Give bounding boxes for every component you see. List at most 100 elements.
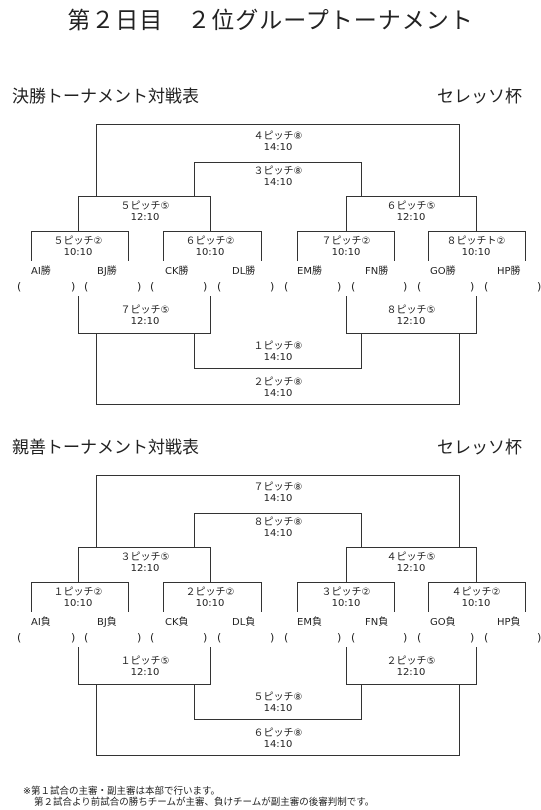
friendly-score-close-7: ) [470,631,475,644]
bracket-line [96,124,97,197]
bracket-line [210,196,211,232]
bracket-line [525,231,526,261]
bracket-line [78,684,211,685]
bracket-line [78,196,79,232]
friendly-score-close-5: ) [337,631,342,644]
friendly-r2-upper-2-pitch: ４ピッチ⑤ [386,552,436,563]
friendly-cup-label: セレッソ杯 [437,438,522,458]
bracket-line [476,296,477,334]
friendly-r1-match-1-time: 10:10 [63,598,93,609]
bracket-line [476,196,477,232]
bracket-line [96,755,460,756]
final-final-upper-pitch: ４ピッチ⑧ [253,131,303,142]
bracket-line [394,231,395,261]
friendly-r1-match-3-pitch: ３ピッチ② [321,587,371,598]
final-semi-upper-time: 14:10 [263,177,293,188]
final-team-6: FN勝 [365,266,389,277]
bracket-line [163,582,164,612]
final-final-upper-time: 14:10 [263,142,293,153]
final-score-close-5: ) [337,280,342,293]
final-final-lower-pitch: ２ピッチ⑧ [253,377,303,388]
friendly-r2-lower-1-time: 12:10 [130,667,160,678]
final-score-close-3: ) [203,280,208,293]
bracket-line [428,582,526,583]
final-team-3: CK勝 [165,266,189,277]
final-score-close-7: ) [470,280,475,293]
final-score-open-3: ( [150,280,155,293]
friendly-heading: 親善トーナメント対戦表 [12,438,199,458]
bracket-line [78,333,211,334]
bracket-line [261,582,262,612]
bracket-line [78,547,211,548]
friendly-team-6: FN負 [365,617,389,628]
bracket-line [428,582,429,612]
friendly-team-7: GO負 [430,617,456,628]
final-r1-match-2-pitch: ６ピッチ② [185,236,235,247]
friendly-score-open-2: ( [84,631,89,644]
friendly-score-close-2: ) [137,631,142,644]
friendly-semi-lower-time: 14:10 [263,703,293,714]
final-team-5: EM勝 [297,266,322,277]
bracket-line [96,333,97,405]
final-r2-lower-2-pitch: ８ピッチ⑤ [386,305,436,316]
bracket-line [78,647,79,685]
final-score-open-4: ( [217,280,222,293]
friendly-team-3: CK負 [165,617,189,628]
friendly-score-close-1: ) [71,631,76,644]
final-score-close-4: ) [270,280,275,293]
final-semi-upper-pitch: ３ピッチ⑧ [253,166,303,177]
friendly-semi-upper-pitch: ８ピッチ⑧ [253,517,303,528]
final-r2-lower-1-pitch: ７ピッチ⑤ [120,305,170,316]
bracket-line [194,513,362,514]
final-score-open-8: ( [484,280,489,293]
bracket-line [261,231,262,261]
bracket-line [361,684,362,720]
bracket-line [459,684,460,756]
final-r2-upper-1-time: 12:10 [130,212,160,223]
final-r1-match-3-pitch: ７ピッチ② [321,236,371,247]
bracket-line [346,647,347,685]
bracket-line [96,404,460,405]
friendly-team-5: EM負 [297,617,322,628]
friendly-r1-match-4-time: 10:10 [461,598,491,609]
bracket-line [459,333,460,405]
bracket-line [361,162,362,197]
bracket-line [163,231,262,232]
final-semi-lower-pitch: １ピッチ⑧ [253,341,303,352]
bracket-line [210,547,211,583]
final-r1-match-3-time: 10:10 [331,247,361,258]
friendly-score-open-8: ( [484,631,489,644]
bracket-line [346,196,347,232]
friendly-r1-match-3-time: 10:10 [331,598,361,609]
friendly-semi-upper-time: 14:10 [263,528,293,539]
friendly-r2-upper-1-pitch: ３ピッチ⑤ [120,552,170,563]
bracket-line [194,162,362,163]
friendly-semi-lower-pitch: ５ピッチ⑧ [253,692,303,703]
bracket-line [31,582,129,583]
bracket-line [194,719,362,720]
friendly-r2-upper-1-time: 12:10 [130,563,160,574]
bracket-line [96,475,460,476]
bracket-line [525,582,526,612]
final-r2-upper-2-time: 12:10 [396,212,426,223]
final-team-1: AI勝 [31,266,51,277]
friendly-final-upper-pitch: ７ピッチ⑧ [253,482,303,493]
bracket-line [476,547,477,583]
bracket-line [78,196,211,197]
final-semi-lower-time: 14:10 [263,352,293,363]
final-score-open-6: ( [351,280,356,293]
footnote-2: 第２試合より前試合の勝ちチームが主審、負けチームが副主審の後審判制です。 [34,797,375,808]
final-r1-match-1-pitch: ５ピッチ② [53,236,103,247]
friendly-r2-lower-1-pitch: １ピッチ⑤ [120,656,170,667]
bracket-line [428,231,526,232]
bracket-line [346,547,347,583]
bracket-line [346,196,477,197]
final-cup-label: セレッソ杯 [437,87,522,107]
friendly-r1-match-2-time: 10:10 [195,598,225,609]
final-r1-match-1-time: 10:10 [63,247,93,258]
friendly-r2-upper-2-time: 12:10 [396,563,426,574]
final-score-open-7: ( [417,280,422,293]
bracket-line [346,333,477,334]
friendly-score-close-6: ) [403,631,408,644]
